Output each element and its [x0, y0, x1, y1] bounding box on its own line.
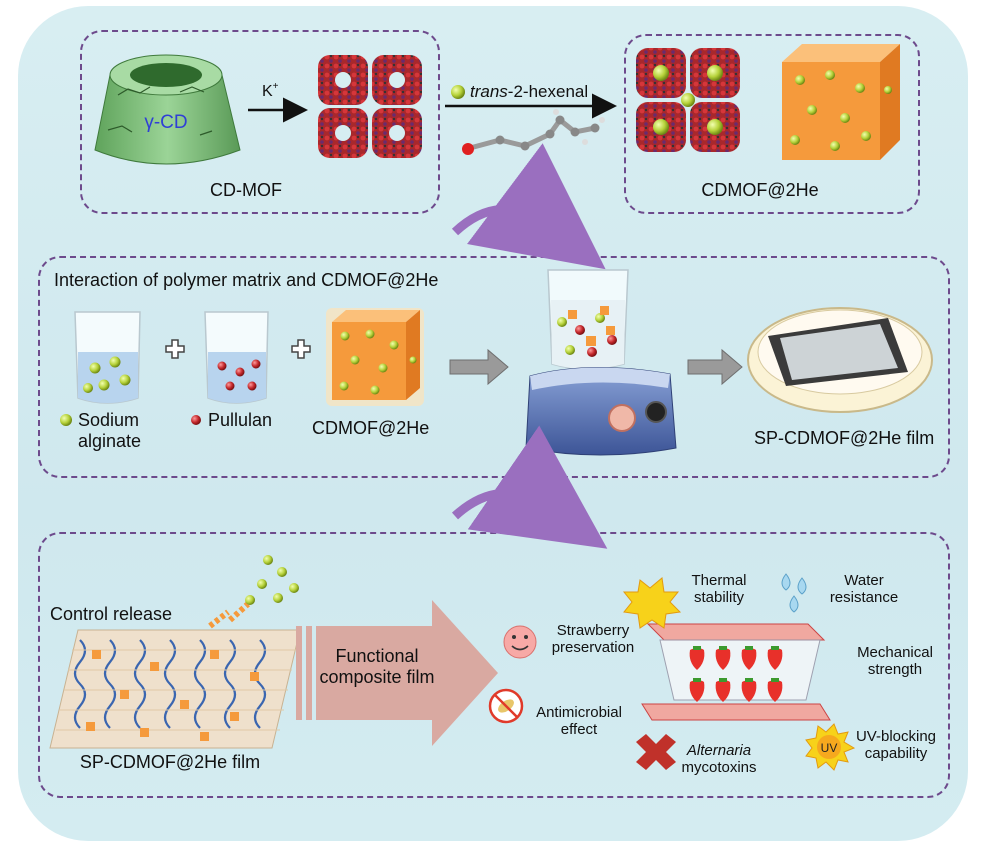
petri-dish-icon: [747, 307, 933, 413]
mof-with-guest-icon: [636, 48, 740, 152]
guest-rest: -2-hexenal: [507, 82, 589, 101]
polymer-network-icon: [49, 629, 301, 749]
no-bacteria-icon: [488, 688, 524, 724]
grey-arrow-1: [449, 348, 509, 386]
red-x-icon: [636, 734, 676, 770]
product-label: CDMOF@2He: [701, 180, 819, 200]
beaker-pullulan-icon: [204, 311, 269, 404]
plus-icon: [165, 339, 185, 359]
panel-cdmof-2he: [624, 34, 920, 214]
sp-film-label: SP-CDMOF@2He film: [79, 752, 261, 772]
film-label: SP-CDMOF@2He film: [754, 428, 935, 448]
curved-arrow-1: [451, 143, 606, 270]
magnetic-stirrer-icon: [525, 269, 677, 456]
uv-sun-icon: [805, 723, 856, 771]
smiley-icon: [503, 625, 537, 659]
sun-burst-icon: [622, 577, 682, 629]
uv-badge: UV: [821, 741, 838, 755]
sodium-legend-ball: [60, 414, 72, 426]
curved-arrow-2: [451, 425, 608, 549]
cdmof-label: CDMOF@2He: [312, 418, 430, 438]
grey-arrow-2: [687, 348, 743, 386]
release-arrows-icon: [208, 555, 299, 629]
mof-crystal-icon: [318, 55, 422, 158]
guest-italic: trans: [470, 82, 508, 101]
panel-cd-mof: [80, 30, 440, 214]
orange-cube-icon: [326, 308, 424, 406]
pullulan-label: Pullulan: [208, 410, 273, 430]
panel2-title: Interaction of polymer matrix and CDMOF@…: [54, 270, 439, 290]
functional-film-arrow: [296, 600, 498, 746]
guest-ball-icon: [451, 85, 465, 99]
cd-mof-label: CD-MOF: [210, 180, 282, 200]
k-plus-label: K+: [262, 81, 279, 100]
guest-label: trans-2-hexenal: [470, 82, 588, 102]
control-release-label: Control release: [50, 604, 173, 624]
water-drops-icon: [781, 573, 807, 613]
pullulan-legend-ball: [191, 415, 201, 425]
plus-icon: [291, 339, 311, 359]
gamma-cyclodextrin-icon: [94, 54, 241, 165]
beaker-sodium-alginate-icon: [74, 311, 141, 404]
gamma-cd-label: γ-CD: [144, 112, 187, 133]
hexenal-molecule-icon: [462, 109, 605, 155]
strawberry-box-icon: [641, 623, 831, 721]
orange-cube-icon: [782, 44, 900, 160]
